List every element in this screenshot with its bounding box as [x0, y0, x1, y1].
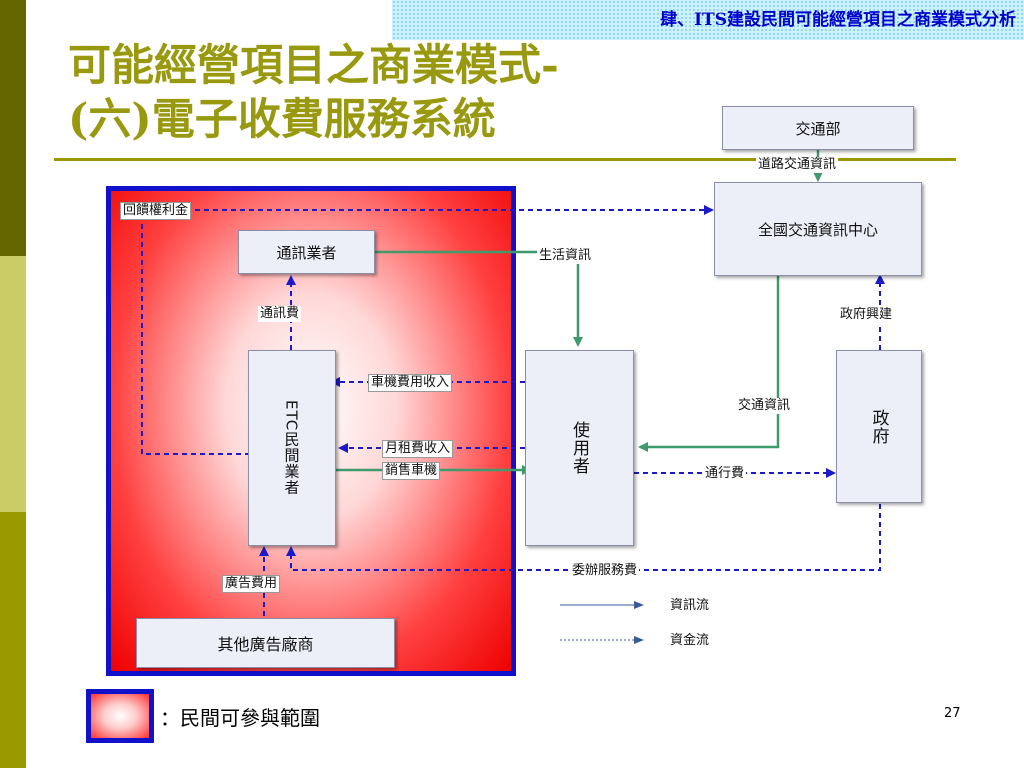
node-other-advertisers: 其他廣告廠商	[136, 618, 395, 668]
label-life-info: 生活資訊	[537, 248, 594, 264]
node-government: 政府	[836, 350, 922, 503]
page-number: 27	[944, 706, 961, 721]
node-user-label: 使用者	[569, 421, 589, 475]
left-stripe-dark	[0, 0, 26, 256]
node-ministry: 交通部	[722, 106, 914, 150]
node-etc-operator: ETC民間業者	[248, 350, 336, 546]
legend-money-flow-label: 資金流	[670, 633, 710, 648]
title-rule	[54, 158, 956, 161]
left-stripe-mid	[0, 512, 26, 768]
page-title-line1: 可能經營項目之商業模式-	[68, 41, 559, 91]
section-header: 肆、ITS建設民間可能經營項目之商業模式分析	[392, 0, 1024, 40]
node-government-label: 政府	[868, 408, 889, 445]
node-etc-operator-label: ETC民間業者	[282, 400, 301, 496]
flow-traffic-info	[638, 276, 780, 452]
zone-legend-caption: ：民間可參與範圍	[160, 706, 320, 730]
zone-legend-swatch	[86, 689, 154, 743]
node-telecom-operator: 通訊業者	[238, 230, 375, 274]
label-commission-fee: 委辦服務費	[570, 563, 640, 579]
flow-life-info	[375, 250, 583, 347]
label-road-traffic-info: 道路交通資訊	[756, 157, 839, 173]
label-toll: 通行費	[703, 466, 747, 482]
flow-royalty	[141, 205, 714, 455]
label-ad-fee: 廣告費用	[222, 575, 281, 593]
label-sell-device: 銷售車機	[382, 462, 441, 480]
label-monthly-rent: 月租費收入	[382, 440, 454, 458]
label-royalty: 回饋權利金	[120, 202, 192, 220]
label-telecom-fee: 通訊費	[258, 306, 302, 322]
label-device-revenue: 車機費用收入	[368, 374, 453, 392]
left-stripe-light	[0, 256, 26, 512]
legend-info-flow-label: 資訊流	[670, 598, 710, 613]
node-user: 使用者	[525, 350, 634, 546]
label-gov-construction: 政府興建	[838, 307, 895, 323]
node-national-traffic-center: 全國交通資訊中心	[714, 182, 922, 276]
label-traffic-info: 交通資訊	[736, 398, 793, 414]
page-title-line2: (六)電子收費服務系統	[68, 95, 496, 145]
